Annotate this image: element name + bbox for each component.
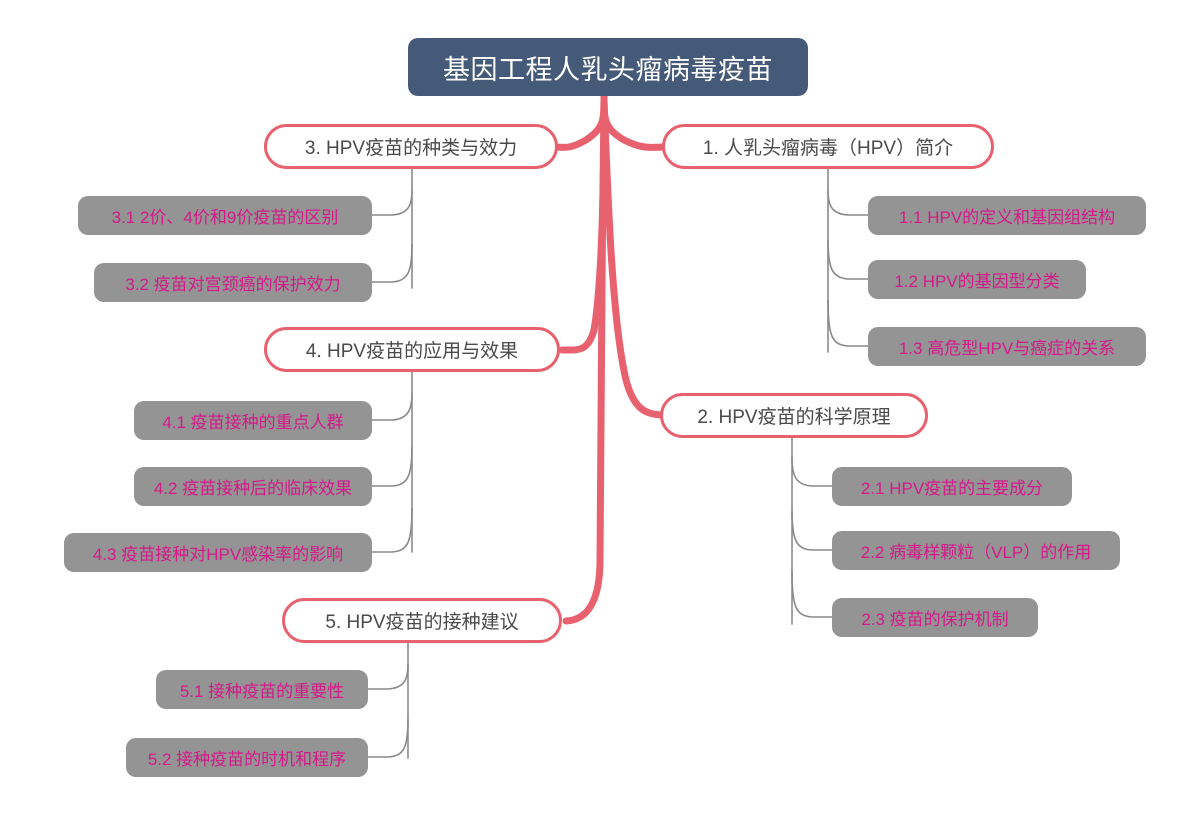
branch-node-5[interactable]: 5. HPV疫苗的接种建议: [282, 598, 562, 643]
leaf-edge-5-2: [367, 717, 409, 758]
leaf-node-4-2[interactable]: 4.2 疫苗接种后的临床效果: [134, 467, 372, 506]
root-node[interactable]: 基因工程人乳头瘤病毒疫苗: [408, 38, 808, 96]
leaf-edge-2-2: [791, 509, 833, 551]
leaf-node-4-2-label: 4.2 疫苗接种后的临床效果: [153, 479, 353, 498]
leaf-edge-4-3: [371, 507, 413, 553]
trunk-edge-to-branch-4: [558, 96, 608, 354]
trunk-edges: [552, 92, 668, 625]
leaf-edge-1-1: [827, 189, 869, 216]
leaf-edge-1-3: [827, 299, 869, 347]
leaf-node-5-1-label: 5.1 接种疫苗的重要性: [179, 682, 345, 701]
branch-node-4[interactable]: 4. HPV疫苗的应用与效果: [264, 327, 560, 372]
leaf-node-2-2-label: 2.2 病毒样颗粒（VLP）的作用: [860, 543, 1092, 562]
leaf-node-5-2-label: 5.2 接种疫苗的时机和程序: [147, 750, 347, 769]
leaf-node-2-1[interactable]: 2.1 HPV疫苗的主要成分: [832, 467, 1072, 506]
trunk-edge-to-branch-2: [600, 96, 666, 419]
leaf-node-4-3[interactable]: 4.3 疫苗接种对HPV感染率的影响: [64, 533, 372, 572]
branch-node-4-label: 4. HPV疫苗的应用与效果: [305, 341, 519, 362]
leaf-edge-5-1: [367, 663, 409, 690]
leaf-node-2-1-label: 2.1 HPV疫苗的主要成分: [860, 479, 1044, 498]
leaf-edge-3-2: [371, 243, 413, 283]
leaf-node-2-2[interactable]: 2.2 病毒样颗粒（VLP）的作用: [832, 531, 1120, 570]
leaf-node-3-2[interactable]: 3.2 疫苗对宫颈癌的保护效力: [94, 263, 372, 302]
branch-node-2[interactable]: 2. HPV疫苗的科学原理: [660, 393, 928, 438]
branch-node-3[interactable]: 3. HPV疫苗的种类与效力: [264, 124, 558, 169]
leaf-edge-2-1: [791, 457, 833, 487]
branch-node-2-label: 2. HPV疫苗的科学原理: [697, 407, 891, 428]
leaf-node-5-2[interactable]: 5.2 接种疫苗的时机和程序: [126, 738, 368, 777]
leaf-node-3-1[interactable]: 3.1 2价、4价和9价疫苗的区别: [78, 196, 372, 235]
branch-node-1[interactable]: 1. 人乳头瘤病毒（HPV）简介: [662, 124, 994, 169]
leaf-node-4-1-label: 4.1 疫苗接种的重点人群: [162, 413, 344, 432]
leaf-edge-4-1: [371, 392, 413, 421]
leaf-edge-3-1: [371, 189, 413, 216]
trunk-edge-to-branch-5: [562, 96, 608, 625]
leaf-node-5-1[interactable]: 5.1 接种疫苗的重要性: [156, 670, 368, 709]
leaf-edge-4-2: [371, 445, 413, 487]
leaf-node-2-3-label: 2.3 疫苗的保护机制: [861, 610, 1009, 629]
branch-node-3-label: 3. HPV疫苗的种类与效力: [304, 138, 518, 159]
leaf-node-4-1[interactable]: 4.1 疫苗接种的重点人群: [134, 401, 372, 440]
leaf-node-2-3[interactable]: 2.3 疫苗的保护机制: [832, 598, 1038, 637]
leaf-node-1-1-label: 1.1 HPV的定义和基因组结构: [898, 208, 1116, 227]
trunk-edge-to-branch-3: [552, 92, 608, 151]
leaf-node-3-1-label: 3.1 2价、4价和9价疫苗的区别: [111, 208, 339, 227]
leaf-node-1-2-label: 1.2 HPV的基因型分类: [894, 272, 1060, 291]
root-node-label: 基因工程人乳头瘤病毒疫苗: [443, 54, 773, 85]
leaf-edge-2-3: [791, 571, 833, 618]
leaf-node-4-3-label: 4.3 疫苗接种对HPV感染率的影响: [92, 545, 344, 564]
trunk-edge-to-branch-1: [600, 92, 668, 151]
leaf-node-1-1[interactable]: 1.1 HPV的定义和基因组结构: [868, 196, 1146, 235]
leaf-edge-1-2: [827, 239, 869, 280]
branch-node-5-label: 5. HPV疫苗的接种建议: [325, 612, 519, 633]
leaf-node-1-2[interactable]: 1.2 HPV的基因型分类: [868, 260, 1086, 299]
leaf-node-3-2-label: 3.2 疫苗对宫颈癌的保护效力: [125, 275, 341, 294]
leaf-node-1-3[interactable]: 1.3 高危型HPV与癌症的关系: [868, 327, 1146, 366]
leaf-edges: [367, 167, 869, 759]
branch-node-1-label: 1. 人乳头瘤病毒（HPV）简介: [702, 138, 954, 159]
leaf-node-1-3-label: 1.3 高危型HPV与癌症的关系: [898, 339, 1116, 358]
